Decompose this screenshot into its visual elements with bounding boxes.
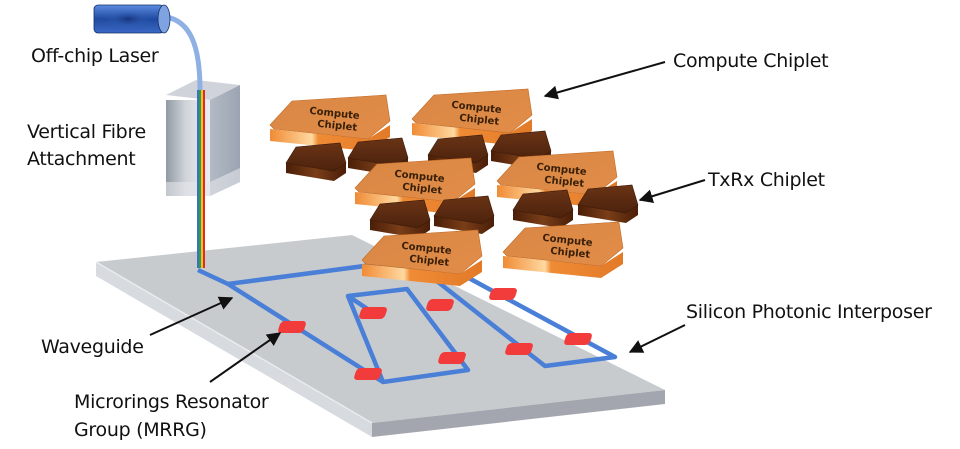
- txrx-chiplet-top: [577, 184, 639, 214]
- txrx-chiplet-side: [434, 216, 494, 234]
- microring: [505, 343, 533, 355]
- txrx-chiplet: [285, 142, 347, 181]
- txrx-chiplet: [512, 189, 574, 228]
- label-mrrg-line1: Microrings Resonator: [74, 391, 269, 413]
- waveguide-loop-2: [345, 295, 386, 383]
- microring: [278, 321, 306, 333]
- microring: [359, 307, 387, 319]
- interposer-front-face: [372, 390, 665, 437]
- fibre-cable: [166, 14, 203, 91]
- txrx-chiplet-top: [433, 195, 495, 225]
- waveguide-network: [197, 257, 618, 385]
- compute-chiplet-label-line2: Chiplet: [550, 246, 591, 261]
- microring: [489, 288, 517, 300]
- off-chip-laser: [93, 4, 203, 91]
- txrx-chiplet: [369, 199, 431, 238]
- compute-chiplet-side: [503, 252, 623, 278]
- txrx-chiplet-top: [369, 199, 431, 229]
- label-txrx-chiplet: TxRx Chiplet: [708, 169, 825, 191]
- label-silicon-photonic-interposer: Silicon Photonic Interposer: [686, 301, 932, 323]
- compute-chiplet-label-line2: Chiplet: [317, 119, 358, 134]
- compute-chiplet-top: [361, 229, 483, 275]
- arrow-mrrg: [209, 332, 282, 383]
- compute-chiplet-top: [502, 221, 624, 267]
- label-compute-chiplet: Compute Chiplet: [673, 50, 829, 72]
- txrx-chiplet: [577, 184, 639, 223]
- compute-chiplet-label-line1: Compute: [394, 169, 446, 185]
- txrx-chiplet: [433, 195, 495, 234]
- txrx-chiplet-side: [370, 220, 430, 238]
- txrx-chiplet-side: [578, 205, 638, 223]
- chiplet-stack: ComputeChipletComputeChipletComputeChipl…: [269, 88, 639, 286]
- compute-chiplet-side: [362, 260, 482, 286]
- compute-chiplet-top: [411, 88, 533, 134]
- microring: [354, 368, 382, 380]
- label-vertical-fibre-line2: Attachment: [27, 148, 136, 170]
- compute-chiplet-label-line1: Compute: [451, 100, 503, 116]
- txrx-chiplet-top: [512, 189, 574, 219]
- waveguide-loop-3: [408, 258, 618, 369]
- txrx-chiplet-side: [286, 163, 346, 181]
- microring: [564, 333, 592, 345]
- compute-chiplet-label-line1: Compute: [536, 162, 588, 178]
- label-off-chip-laser: Off-chip Laser: [31, 45, 159, 67]
- compute-chiplet-label-line1: Compute: [309, 106, 361, 122]
- arrow-waveguide: [149, 296, 234, 336]
- label-vertical-fibre-line1: Vertical Fibre: [27, 121, 146, 143]
- compute-chiplet-label-line2: Chiplet: [459, 113, 500, 128]
- label-mrrg-line2: Group (MRRG): [74, 419, 207, 441]
- arrow-interposer: [628, 324, 686, 353]
- label-waveguide: Waveguide: [41, 336, 144, 358]
- fibre-box-side: [210, 85, 240, 196]
- compute-chiplet-label-line1: Compute: [401, 241, 453, 257]
- microring: [438, 352, 466, 364]
- compute-chiplet-top: [269, 94, 391, 140]
- arrow-txrx: [638, 179, 706, 203]
- microring-group: [278, 288, 592, 380]
- arrow-compute: [543, 61, 666, 100]
- fibre-bundle: [197, 90, 205, 268]
- txrx-chiplet-top: [285, 142, 347, 172]
- waveguide-loop-1: [226, 282, 471, 385]
- laser-aperture: [157, 4, 171, 34]
- microring: [426, 299, 454, 311]
- callout-arrows: [149, 61, 706, 383]
- compute-chiplet-label-line2: Chiplet: [409, 254, 450, 269]
- compute-chiplet-label-line2: Chiplet: [544, 175, 585, 190]
- compute-chiplet-label-line2: Chiplet: [402, 182, 443, 197]
- compute-chiplet-label-line1: Compute: [542, 233, 594, 249]
- txrx-chiplet-side: [513, 210, 573, 228]
- interposer-left-face: [96, 262, 372, 437]
